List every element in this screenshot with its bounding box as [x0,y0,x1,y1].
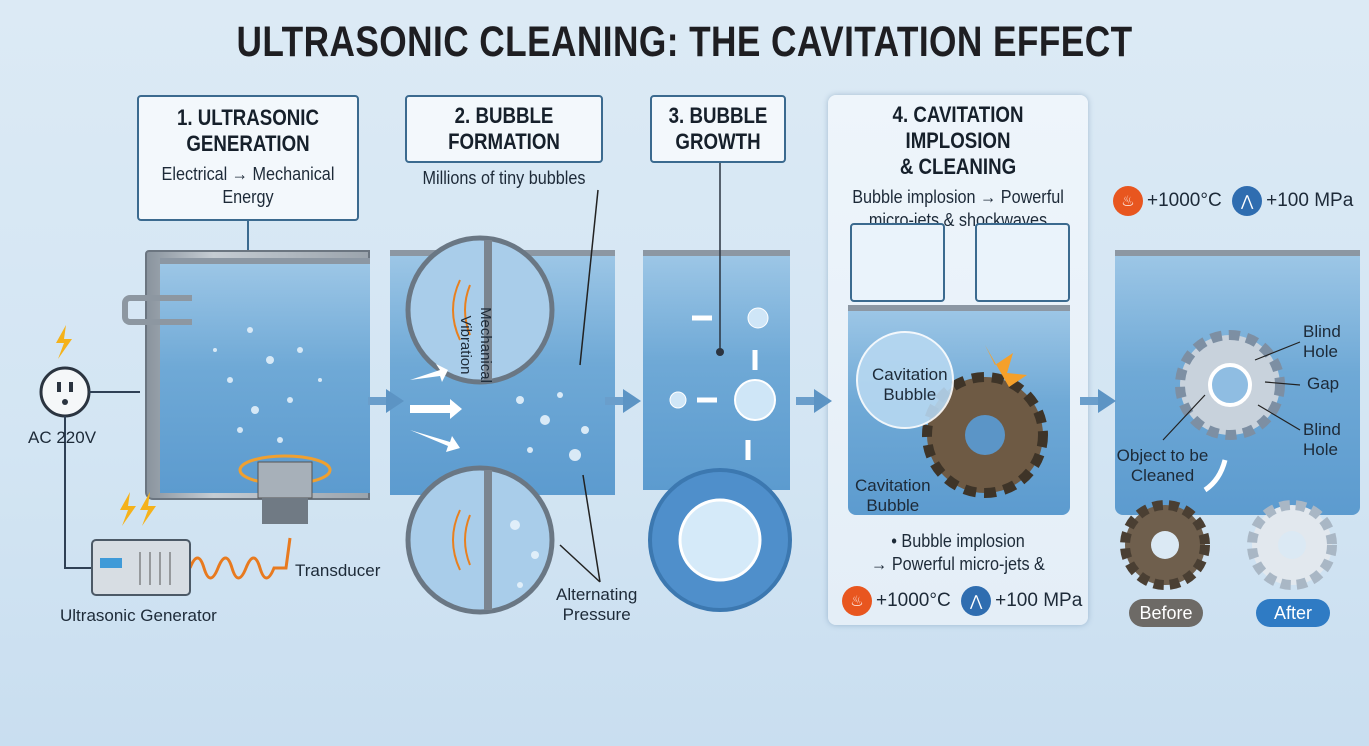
lightning-icon [120,492,156,526]
generator-label: Ultrasonic Generator [60,606,217,625]
connector-line [247,221,249,251]
label-line: Blind [1303,420,1341,439]
after-gear-icon [1247,500,1337,590]
before-gear-icon [1120,500,1210,590]
label-line: Cleaned [1130,466,1195,485]
ac-label: AC 220V [28,428,97,447]
label-line: Hole [1303,440,1338,459]
tank-water [160,258,370,493]
temperature-stat: +1000°C [1147,190,1222,211]
step-2-subtitle: Millions of tiny bubbles [422,168,586,188]
transducer-label: Transducer [295,561,381,580]
label-line: Bubble [866,496,920,515]
stats-row-result: ♨+1000°C ⋀+100 MPa [1113,186,1359,216]
label-line: Object to be [1116,446,1209,465]
before-label: Before [1129,599,1203,627]
wire [64,391,140,569]
power-outlet-icon [39,366,91,418]
step-2-box: 2. BUBBLE FORMATION [405,95,603,163]
mechanical-vibration-label: Mechanical Vibration [457,307,494,383]
step-3-box: 3. BUBBLE GROWTH [650,95,786,163]
label-line: Pressure [562,605,631,624]
flow-arrow-2 [605,389,641,413]
label-line: Cavitation [855,476,931,495]
implosion-burst-icon [985,345,1027,387]
flow-arrow-1 [368,389,404,413]
step-2-title: 2. BUBBLE [454,103,554,128]
pressure-icon: ⋀ [1232,186,1263,216]
label-line: Blind [1303,322,1341,341]
generator-icon [91,539,191,596]
flow-arrow-3 [796,389,832,413]
label-line: Hole [1303,342,1338,361]
pressure-stat: +100 MPa [1266,190,1354,211]
step-4-title-2: & CLEANING [899,154,1017,179]
lightning-icon [56,325,72,359]
bullet-text: • Bubble implosion → Powerful micro-jets… [828,530,1088,576]
flow-arrows [410,364,462,452]
wave-signal [188,537,292,580]
gap-label: Gap [1307,374,1340,393]
bullet-line: → Powerful micro-jets & [871,554,1045,574]
implosion-stage-2-box [975,223,1070,302]
heat-icon: ♨ [1113,186,1143,216]
step-1-title: 1. ULTRASONIC [176,105,319,130]
transducer-icon [238,454,332,524]
bullet-line: • Bubble implosion [891,531,1025,551]
bubble-small [747,307,769,329]
after-label: After [1256,599,1330,627]
step-3-title-2: GROWTH [675,129,761,154]
step-1-subtitle: Electrical → Mechanical [161,164,335,184]
bubbles [213,327,322,443]
temperature-stat: +1000°C [876,590,951,611]
step-1-box: 1. ULTRASONIC GENERATION Electrical → Me… [137,95,359,221]
label-line: Bubble [883,385,937,404]
pressure-icon: ⋀ [961,586,992,616]
dirty-gear-icon [922,372,1048,498]
stats-row-step4: ♨+1000°C ⋀+100 MPa [842,586,1088,616]
heat-icon: ♨ [842,586,872,616]
page-title: ULTRASONIC CLEANING: THE CAVITATION EFFE… [236,18,1133,66]
gear-in-cleaning-icon [1175,330,1285,440]
label-line: Alternating [556,585,638,604]
step-1-title-2: GENERATION [186,131,310,156]
step-4-subtitle: Bubble implosion → Powerful [852,187,1064,207]
step-1-subtitle-2: Energy [222,187,274,207]
tank-handle [122,295,192,325]
flow-arrow-4 [1080,389,1116,413]
magnifier-circle [405,465,555,615]
bubble-large [678,498,762,582]
step-4-title: 4. CAVITATION IMPLOSION [892,102,1024,153]
implosion-stage-1-box [850,223,945,302]
step-4-header: 4. CAVITATION IMPLOSION & CLEANING Bubbl… [828,102,1088,232]
pressure-stat: +100 MPa [995,590,1083,611]
bubble-medium [734,379,776,421]
step-3-title: 3. BUBBLE [668,103,768,128]
step-2-title-2: FORMATION [448,129,560,154]
label-line: Cavitation [872,365,948,384]
magnifier-circle [405,235,555,385]
cavitation-bubble-graphic [856,331,954,429]
